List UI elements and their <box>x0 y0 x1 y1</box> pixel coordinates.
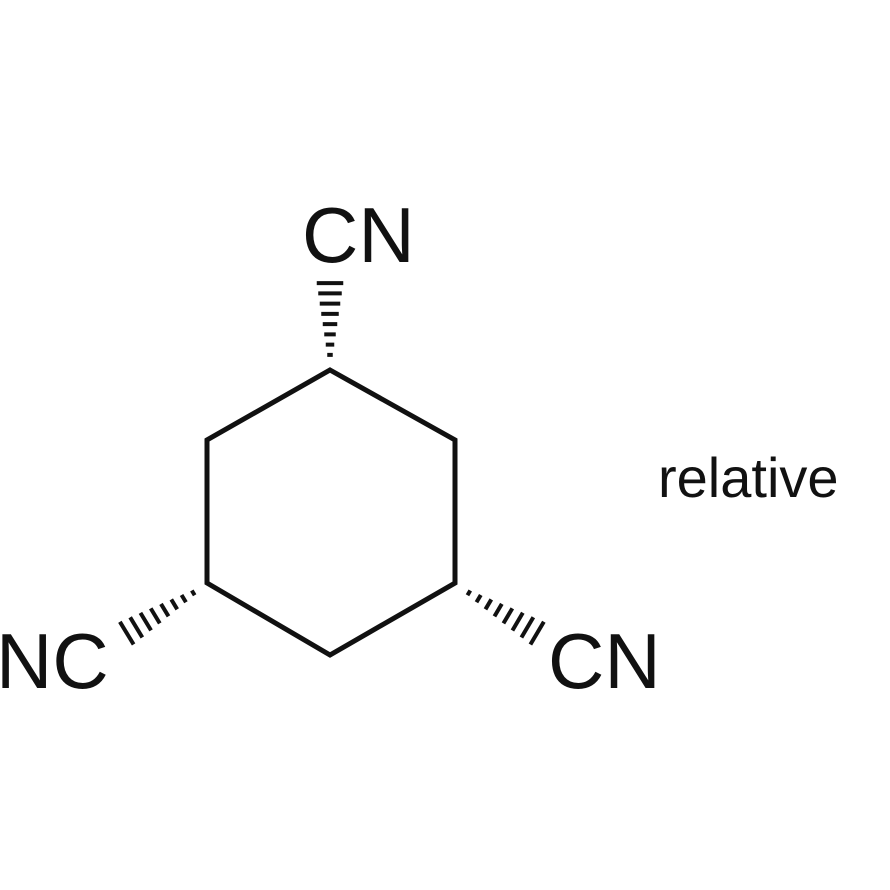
hash-stroke <box>138 611 153 632</box>
hash-stroke <box>501 607 515 625</box>
hash-stroke <box>149 607 162 625</box>
label-lower-left-nc: NC <box>0 617 109 705</box>
label-top-cn: CN <box>302 191 415 279</box>
hash-stroke <box>528 620 546 646</box>
hashed-bond-top <box>316 281 344 357</box>
hash-stroke <box>159 602 171 618</box>
hash-stroke <box>519 616 536 639</box>
hashed-bond-lower-right <box>465 589 546 646</box>
stereo-note: relative <box>658 446 839 509</box>
hash-stroke <box>118 620 136 646</box>
hash-stroke <box>492 602 504 618</box>
hash-stroke <box>179 593 188 604</box>
hash-stroke <box>190 589 197 597</box>
hash-stroke <box>465 589 472 597</box>
hashed-bond-lower-left <box>118 589 197 646</box>
hash-stroke <box>510 611 525 632</box>
hash-stroke <box>474 593 483 604</box>
label-lower-right-cn: CN <box>548 617 661 705</box>
hash-stroke <box>169 598 179 611</box>
cyclohexane-ring <box>204 367 458 658</box>
hash-stroke <box>483 598 494 611</box>
hash-stroke <box>128 616 145 639</box>
